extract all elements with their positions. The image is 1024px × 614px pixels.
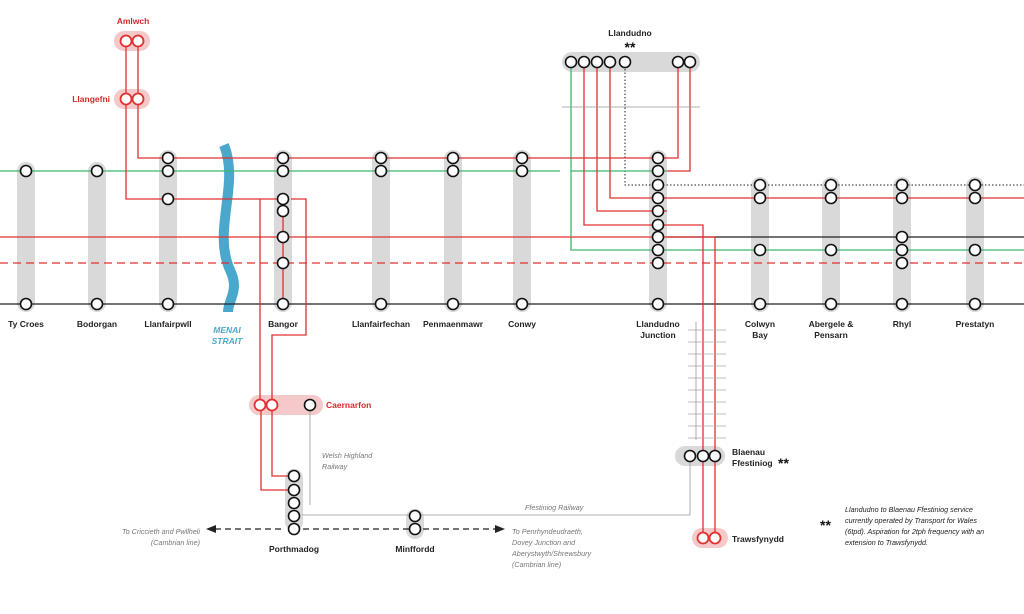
label-penmaenmawr: Penmaenmawr: [423, 319, 484, 329]
to-penrhyn-label-3: Aberystwyth/Shrewsbury: [511, 549, 591, 558]
label-amlwch: Amlwch: [117, 16, 150, 26]
to-penrhyn-label-4: (Cambrian line): [512, 560, 561, 569]
red-lines: [0, 41, 1024, 538]
label-conwy: Conwy: [508, 319, 536, 329]
label-llandudno-junction: Llandudno: [636, 319, 679, 329]
label-rhyl: Rhyl: [893, 319, 911, 329]
footnote-stars: **: [820, 517, 831, 533]
llandudno-stars: **: [625, 39, 636, 55]
label-colwyn-bay-2: Bay: [752, 330, 768, 340]
label-llandudno-junction-2: Junction: [640, 330, 675, 340]
welsh-highland-label-2: Railway: [322, 462, 348, 471]
to-criccieth-label-2: (Cambrian line): [151, 538, 200, 547]
label-blaenau: Blaenau: [732, 447, 765, 457]
menai-strait-label-2: STRAIT: [212, 336, 244, 346]
label-prestatyn: Prestatyn: [956, 319, 995, 329]
station-stops: [19, 55, 982, 536]
track-ties: [688, 329, 726, 439]
welsh-highland-label: Welsh Highland: [322, 451, 373, 460]
new-station-platforms: [114, 31, 728, 548]
arrow-right: [495, 525, 505, 533]
ffestiniog-railway-label: Ffestiniog Railway: [525, 503, 584, 512]
new-station-stops: [119, 34, 722, 545]
black-lines: [0, 236, 1024, 305]
label-bangor: Bangor: [268, 319, 298, 329]
label-trawsfynydd: Trawsfynydd: [732, 534, 784, 544]
to-penrhyn-label-2: Dovey Junction and: [512, 538, 576, 547]
footnote-line-4: extension to Trawsfynydd.: [845, 538, 928, 547]
to-criccieth-label: To Criccieth and Pwllheli: [122, 527, 200, 536]
label-abergele: Abergele &: [809, 319, 854, 329]
label-ty-croes: Ty Croes: [8, 319, 44, 329]
blaenau-stars: **: [778, 455, 789, 471]
arrow-left: [206, 525, 216, 533]
to-penrhyn-label: To Penrhyndeudraeth,: [512, 527, 583, 536]
label-porthmadog: Porthmadog: [269, 544, 319, 554]
footnote-line-3: (6tpd). Aspiration for 2tph frequency wi…: [845, 527, 984, 536]
dotted-black-line: [624, 62, 1024, 186]
label-caernarfon: Caernarfon: [326, 400, 371, 410]
footnote-line-2: currently operated by Transport for Wale…: [845, 516, 977, 525]
footnote-line-1: Llandudno to Blaenau Ffestiniog service: [845, 505, 973, 514]
label-minffordd: Minffordd: [395, 544, 434, 554]
green-lines: [0, 62, 1024, 251]
menai-strait-label: MENAI: [213, 325, 241, 335]
label-bodorgan: Bodorgan: [77, 319, 117, 329]
station-platforms: [17, 52, 984, 539]
label-colwyn-bay: Colwyn: [745, 319, 775, 329]
label-llangefni: Llangefni: [72, 94, 110, 104]
label-llanfairfechan: Llanfairfechan: [352, 319, 410, 329]
label-llanfairpwll: Llanfairpwll: [144, 319, 191, 329]
label-llandudno: Llandudno: [608, 28, 651, 38]
menai-strait: [218, 143, 239, 313]
label-blaenau-2: Ffestiniog: [732, 458, 773, 468]
label-abergele-2: Pensarn: [814, 330, 848, 340]
